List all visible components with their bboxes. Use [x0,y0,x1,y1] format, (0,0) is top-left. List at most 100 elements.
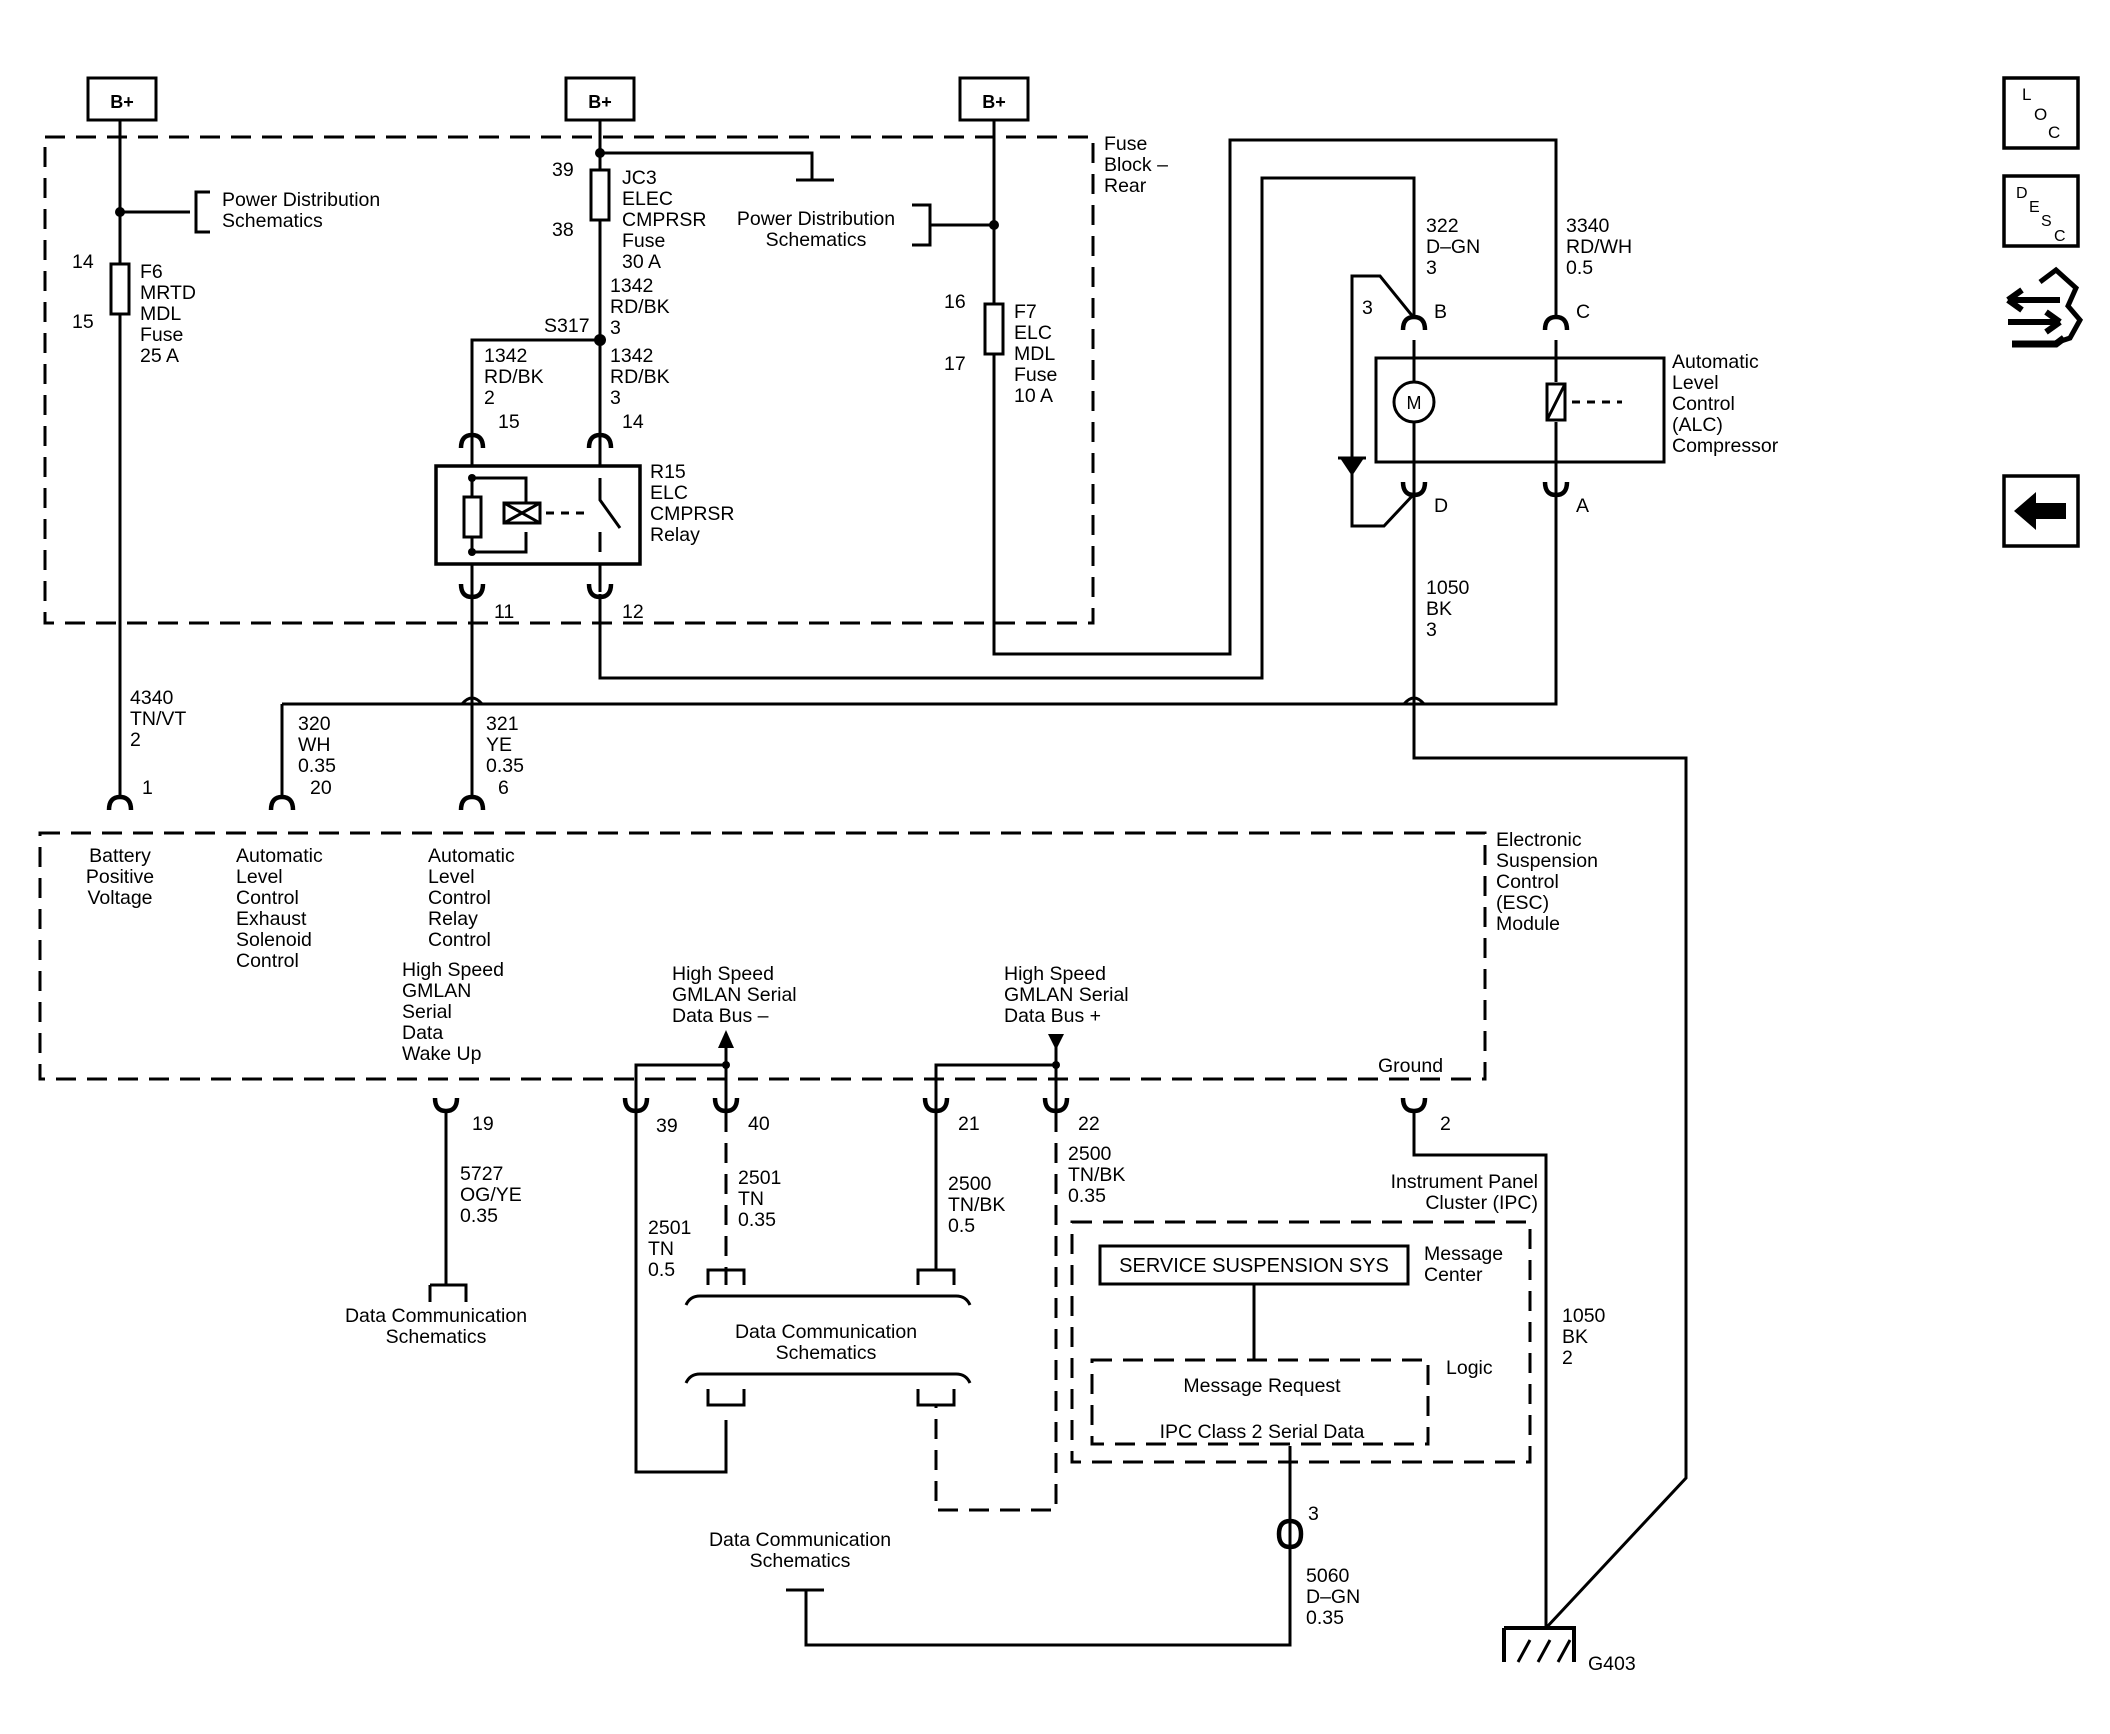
fuse-block-rear-boundary [43,135,1095,625]
svg-text:S: S [2041,213,2052,230]
svg-text:C: C [2054,228,2066,245]
esc-pin-2: 2 [1440,1113,1451,1135]
ground-g403-symbol [1502,1626,1576,1663]
bplus-terminal-1: B+ [86,76,158,122]
ipc-logic-label: Logic [1446,1357,1493,1379]
bus-plus-arrow [1048,1034,1064,1050]
compressor-pin-a: A [1576,495,1589,517]
relay-pin-11: 11 [494,601,514,623]
svg-text:B+: B+ [110,92,134,112]
esc-pin-21: 21 [958,1113,980,1135]
fuse-jc3-pin-top: 39 [552,159,574,181]
esc-module-boundary [38,831,1487,1081]
compressor-pin-b: B [1434,301,1447,323]
svg-text:E: E [2029,199,2040,216]
esc-pin-22: 22 [1078,1113,1100,1135]
ipc-boundary [1070,1220,1532,1464]
back-button[interactable] [2002,474,2080,548]
splice-s317-label: S317 [544,315,590,337]
ipc-pin-3: 3 [1308,1503,1319,1525]
bplus-terminal-2: B+ [564,76,636,122]
fuse-f7 [983,302,1005,356]
compressor-pin-3: 3 [1362,297,1373,319]
alc-compressor [1338,274,1666,528]
relay-pin-14: 14 [622,411,644,433]
motor-m-label: M [1407,393,1422,413]
compressor-pin-c: C [1576,301,1590,323]
connector-cups [106,314,1570,1550]
fuse-f6 [109,262,131,316]
svg-text:B+: B+ [982,92,1006,112]
svg-text:SERVICE SUSPENSION SYS: SERVICE SUSPENSION SYS [1119,1255,1389,1277]
esc-ground-label: Ground [1378,1055,1443,1077]
svg-text:L: L [2022,85,2031,104]
desc-button[interactable]: D E S C [2002,174,2080,248]
esc-pin-1: 1 [142,777,153,799]
svg-text:B+: B+ [588,92,612,112]
ipc-logic-boundary [1090,1358,1430,1446]
arrow-left-icon [2014,492,2066,530]
compressor-pin-d: D [1434,495,1448,517]
wire-crossover [1402,696,1426,706]
fuse-f7-pin-top: 16 [944,291,966,313]
dcs-brace-top [684,1294,972,1306]
bus-minus-arrow [718,1030,734,1048]
loc-button[interactable]: L O C [2002,76,2080,150]
service-suspension-message: SERVICE SUSPENSION SYS [1098,1244,1410,1286]
fuse-f7-pin-bottom: 17 [944,353,966,375]
esc-pin-39: 39 [656,1115,678,1137]
wire-crossover [460,696,484,706]
relay-pin-15: 15 [498,411,520,433]
fuse-jc3-pin-bottom: 38 [552,219,574,241]
esc-pin-20: 20 [310,777,332,799]
svg-text:O: O [2034,105,2047,124]
fuse-f6-pin-bottom: 15 [72,311,94,333]
splice-dots [115,148,1060,1069]
fuse-jc3 [589,168,611,222]
dcs-brace-bottom [684,1372,972,1384]
relay-r15 [434,464,642,566]
ipc-class2-label: IPC Class 2 Serial Data [1160,1421,1365,1443]
wire-network [118,120,1688,1647]
ground-g403-label: G403 [1588,1653,1636,1675]
fuse-f6-pin-top: 14 [72,251,94,273]
connector-wrench-icon[interactable] [2006,266,2084,348]
esc-pin-40: 40 [748,1113,770,1135]
bplus-terminal-3: B+ [958,76,1030,122]
message-request-label: Message Request [1183,1375,1341,1397]
relay-pin-12: 12 [622,601,644,623]
